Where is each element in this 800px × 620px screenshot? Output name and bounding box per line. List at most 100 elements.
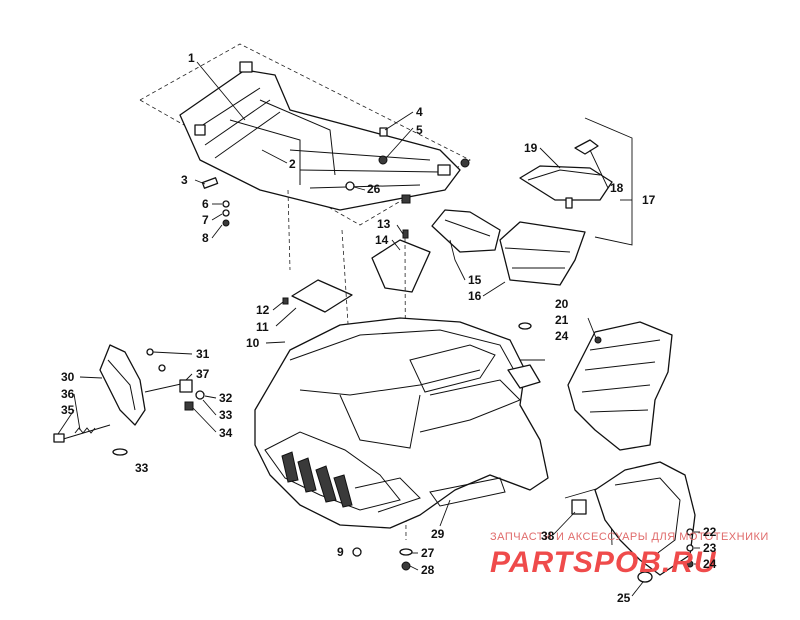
screw-24b: [686, 560, 694, 568]
washer-33b: [112, 448, 128, 456]
nut-28: [401, 561, 411, 571]
lead-30: [79, 376, 103, 379]
bushing-37: [179, 379, 193, 393]
fender-decal: [429, 477, 506, 507]
callout-24-upper: 24: [555, 329, 569, 343]
nut-9: [352, 547, 362, 557]
callout-4: 4: [416, 105, 423, 119]
mount-bracket: [371, 229, 431, 293]
lead-18: [589, 149, 609, 189]
bolt-3: [201, 177, 219, 189]
callout-28: 28: [421, 563, 435, 577]
callout-21: 21: [555, 313, 569, 327]
grille-surround: [264, 431, 401, 511]
cover-pin: [565, 197, 573, 209]
bolt-4: [379, 127, 388, 137]
callout-6: 6: [202, 197, 209, 211]
callout-23: 23: [703, 541, 717, 555]
washer-7: [222, 209, 230, 217]
callout-19: 19: [524, 141, 538, 155]
lead-36: [73, 393, 81, 431]
side-panel: [518, 321, 673, 451]
lead-3: [194, 179, 206, 185]
callout-24-lower: 24: [703, 557, 717, 571]
callout-20: 20: [555, 297, 569, 311]
lead-29: [439, 499, 451, 527]
panel-ribs: [581, 339, 661, 413]
rack-cross-bars: [229, 99, 336, 185]
screw-31a: [146, 348, 154, 356]
fender-tab: [507, 364, 541, 389]
hood-line: [299, 369, 481, 396]
grommet-21: [518, 322, 532, 330]
lead-15: [449, 239, 466, 281]
callout-numbers: 1 2 3 4 5 6 7 8 9 10 11 12 13 14 15 16 1…: [61, 51, 717, 605]
callout-2: 2: [289, 157, 296, 171]
pad-11: [291, 279, 353, 313]
rack-clamp-top: [239, 61, 253, 73]
callout-1: 1: [188, 51, 195, 65]
tray-ribs: [504, 247, 571, 269]
callout-29: 29: [431, 527, 445, 541]
hood-panel: [339, 394, 421, 449]
guard-inner: [614, 477, 681, 556]
center-pod: [409, 344, 496, 393]
headlight-30: [99, 344, 146, 426]
lead-33a: [202, 399, 217, 416]
lead-7: [211, 213, 223, 221]
callout-11: 11: [256, 320, 269, 334]
callout-35: 35: [61, 403, 75, 417]
lead-25: [631, 581, 644, 597]
align-c: [287, 189, 291, 271]
latch-18: [574, 139, 599, 155]
washer-27: [399, 548, 413, 556]
callout-36: 36: [61, 387, 75, 401]
grille-slot-2: [297, 457, 317, 493]
lead-38: [552, 511, 576, 536]
callout-5: 5: [416, 123, 423, 137]
tray-16: [499, 221, 586, 286]
rack-clamp-left: [194, 124, 206, 136]
guard-body: [594, 461, 696, 576]
fender-shell: [254, 317, 549, 529]
spring-36: [74, 427, 96, 434]
cover-19: [519, 165, 613, 201]
callout-33-upper: 33: [219, 408, 233, 422]
screw-35: [53, 433, 65, 443]
storage-cover: [519, 117, 633, 246]
front-fender: [254, 317, 549, 529]
callout-18: 18: [610, 181, 624, 195]
washer-32: [195, 390, 205, 400]
callout-15: 15: [468, 273, 482, 287]
lead-19: [539, 147, 561, 169]
callout-32: 32: [219, 391, 233, 405]
grille-slot-1: [281, 451, 299, 483]
fender-top-edge: [289, 329, 516, 373]
lead-2: [261, 149, 288, 164]
guard-clip: [571, 499, 587, 515]
headlight-left: [354, 477, 421, 513]
callout-31: 31: [196, 347, 210, 361]
tray-lid-15: [431, 209, 501, 253]
lead-1: [196, 61, 246, 121]
align-b: [404, 237, 407, 541]
lead-12: [272, 301, 284, 311]
washer-23: [686, 544, 694, 552]
watermark: ЗАПЧАСТИ И АКСЕССУАРЫ ДЛЯ МОТОТЕХНИКИ PA…: [490, 531, 768, 579]
cover-ridge: [527, 169, 601, 181]
lead-5: [385, 127, 414, 159]
watermark-brand: PARTSPOB.RU: [490, 546, 717, 579]
lead-31: [152, 351, 193, 355]
nut-8: [222, 219, 230, 227]
nut-right: [460, 158, 470, 168]
lead-10: [265, 341, 286, 344]
callout-13: 13: [377, 217, 391, 231]
clip-12: [282, 297, 289, 305]
lead-8: [211, 224, 223, 239]
storage-tray: [431, 209, 586, 286]
callout-10: 10: [246, 336, 260, 350]
grille-slot-4: [333, 474, 353, 508]
lead-16: [482, 281, 506, 297]
